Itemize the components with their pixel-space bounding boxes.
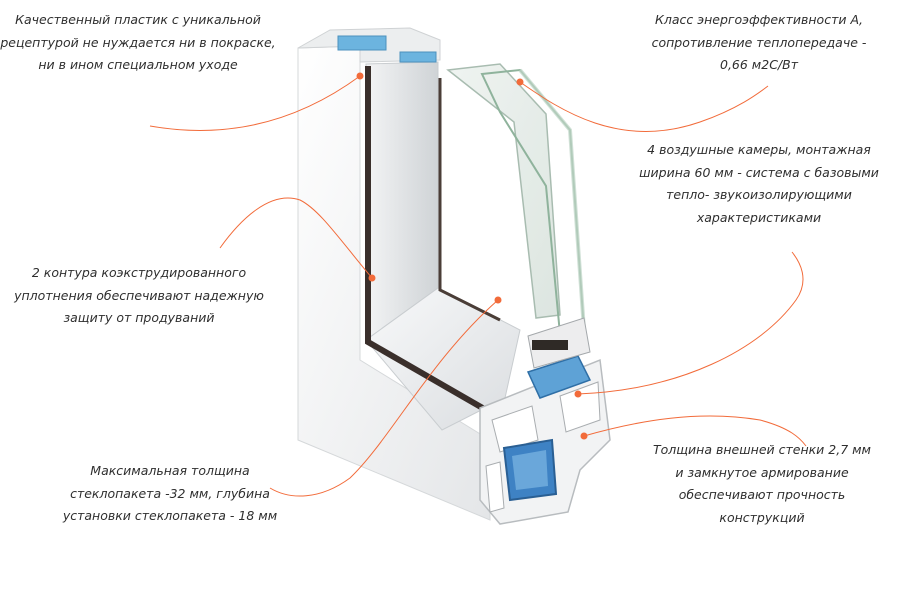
- glass-spacer: [532, 340, 568, 350]
- annotation-line: ширина 60 мм - система с базовыми: [639, 164, 879, 180]
- dot-energy: [516, 78, 524, 86]
- annotation-line: ни в ином специальном уходе: [38, 57, 238, 72]
- leader-seal: [219, 197, 373, 279]
- annotation-line: рецептурой не нуждается ни в покраске,: [0, 34, 276, 50]
- annotation-line: Максимальная толщина: [90, 463, 250, 478]
- seal-line-inner: [438, 78, 501, 322]
- annotation-glass: Максимальная толщина стеклопакета -32 мм…: [40, 460, 300, 528]
- annotation-chambers: 4 воздушные камеры, монтажная ширина 60 …: [624, 139, 894, 229]
- profile-chamber-1: [491, 405, 539, 453]
- annotation-line: и замкнутое армирование: [675, 464, 849, 480]
- leader-energy: [519, 81, 769, 132]
- dot-glass: [494, 296, 502, 304]
- leader-plastic: [149, 75, 361, 131]
- annotation-line: 0,66 м2С/Вт: [720, 57, 798, 72]
- profile-chamber-3: [485, 461, 505, 513]
- glass-edge: [518, 68, 586, 331]
- top-insert-left: [337, 35, 387, 51]
- dot-chambers: [574, 390, 582, 398]
- leader-glass: [269, 299, 499, 497]
- annotation-energy: Класс энергоэффективности А, сопротивлен…: [626, 9, 892, 77]
- annotation-line: сопротивление теплопередаче -: [651, 34, 867, 50]
- leader-wall: [583, 415, 807, 447]
- annotation-line: 4 воздушные камеры, монтажная: [647, 142, 871, 157]
- annotation-line: Толщина внешней стенки 2,7 мм: [653, 442, 871, 457]
- annotation-line: Класс энергоэффективности А,: [655, 12, 863, 27]
- top-insert-right: [399, 51, 437, 63]
- annotation-line: стеклопакета -32 мм, глубина: [70, 485, 270, 501]
- annotation-line: установки стеклопакета - 18 мм: [62, 508, 278, 523]
- annotation-line: уплотнения обеспечивают надежную: [14, 287, 264, 303]
- annotation-wall: Толщина внешней стенки 2,7 мм и замкнуто…: [636, 439, 888, 529]
- leader-chambers: [577, 251, 804, 395]
- annotation-line: конструкций: [719, 509, 805, 525]
- annotation-line: обеспечивают прочность: [678, 487, 846, 502]
- glass-pane-back: [446, 63, 561, 319]
- annotation-line: защиту от продуваний: [63, 310, 215, 325]
- annotation-line: характеристиками: [696, 209, 822, 225]
- profile-chamber-2: [559, 381, 601, 433]
- dot-seal: [368, 274, 376, 282]
- annotation-line: Качественный пластик с уникальной: [15, 12, 261, 27]
- annotation-line: тепло- звукоизолирующими: [666, 187, 852, 202]
- dot-plastic: [356, 72, 364, 80]
- sash-steel: [526, 355, 592, 399]
- seal-line-outer: [365, 66, 502, 421]
- annotation-plastic: Качественный пластик с уникальной рецепт…: [0, 9, 276, 77]
- leader-dots: [356, 72, 588, 440]
- leader-lines: [149, 75, 807, 497]
- dot-wall: [580, 432, 588, 440]
- annotation-seal: 2 контура коэкструдированного уплотнения…: [8, 262, 270, 330]
- annotation-line: 2 контура коэкструдированного: [31, 265, 247, 280]
- reinforcement-inner: [512, 450, 548, 490]
